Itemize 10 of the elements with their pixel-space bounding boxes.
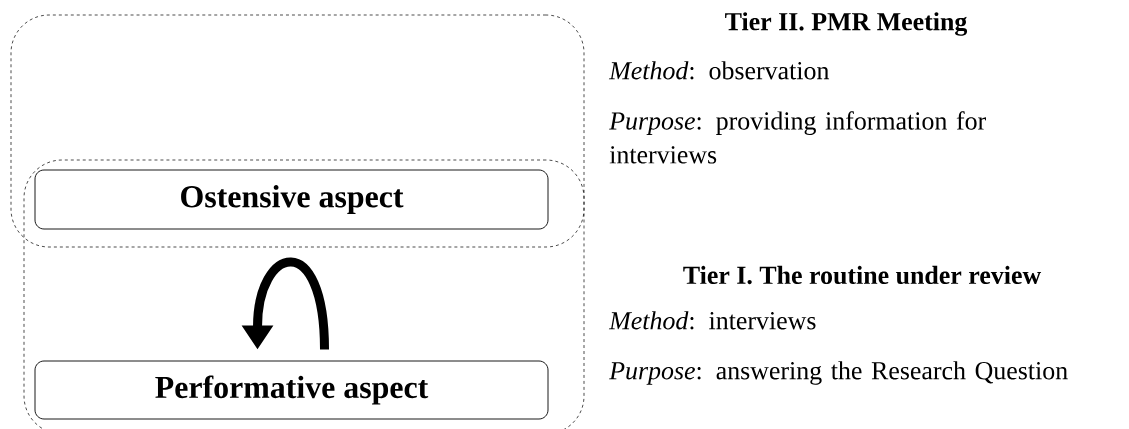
aspect-box: Performative aspect [34, 360, 549, 420]
tier-heading: Tier II. PMR Meeting [725, 12, 968, 36]
dashed-region [23, 159, 585, 429]
description-text: Method: interviews [608, 311, 816, 330]
description-text: Purpose: answering the Research Question [609, 361, 1068, 385]
aspect-box: Ostensive aspect [34, 169, 549, 230]
tier-heading: Tier I. The routine under review [683, 265, 1042, 285]
dashed-region [10, 14, 585, 248]
description-text: Method: observation [608, 61, 829, 80]
description-text: Purpose: providing information for interviews [609, 111, 986, 164]
